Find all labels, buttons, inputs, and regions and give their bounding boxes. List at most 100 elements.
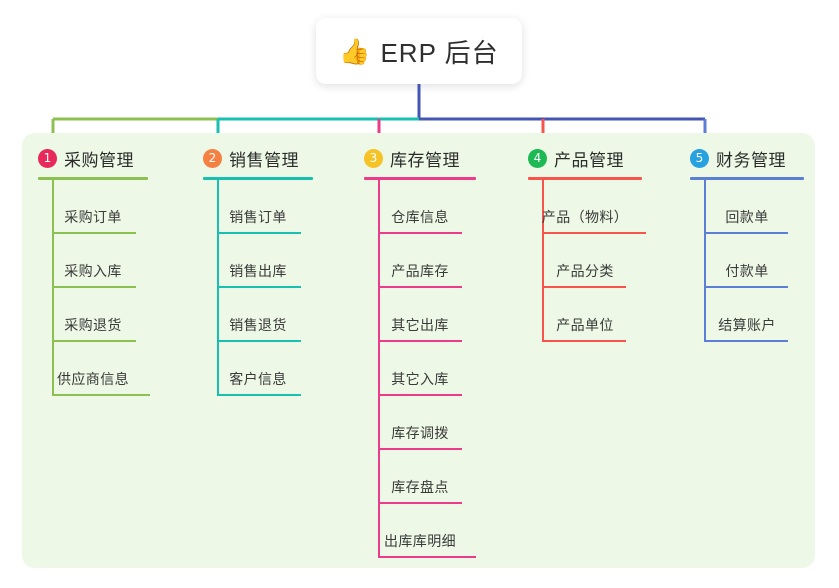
column-title: 库存管理 (390, 150, 460, 170)
leaf-item-rule (52, 232, 136, 234)
leaf-item-label: 库存盘点 (391, 479, 449, 495)
leaf-item-label: 结算账户 (718, 317, 776, 333)
leaf-item-label: 采购退货 (64, 317, 122, 333)
column-badge-icon: 3 (364, 148, 383, 168)
root-node-card[interactable]: 👍 ERP 后台 (316, 18, 522, 84)
leaf-item-rule (378, 502, 462, 504)
leaf-item-rule (217, 394, 301, 396)
leaf-list: 仓库信息产品库存其它出库其它入库库存调拨库存盘点出库库明细 (364, 180, 476, 558)
leaf-item-rule (378, 394, 462, 396)
leaf-item-label: 仓库信息 (391, 209, 449, 225)
leaf-item-rule (542, 340, 626, 342)
leaf-trunk-line (704, 180, 706, 342)
column-header-rule (364, 177, 476, 180)
leaf-item-label: 产品库存 (391, 263, 449, 279)
column-header-2[interactable]: 2 销售管理 (203, 146, 313, 170)
diagram-panel (22, 133, 815, 568)
leaf-item-label: 产品单位 (556, 317, 614, 333)
leaf-item-rule (378, 448, 462, 450)
leaf-list: 回款单付款单结算账户 (690, 180, 804, 342)
leaf-item-label: 库存调拨 (391, 425, 449, 441)
leaf-item-rule (378, 340, 462, 342)
thumbs-up-icon: 👍 (339, 36, 371, 66)
column-3: 3 库存管理仓库信息产品库存其它出库其它入库库存调拨库存盘点出库库明细 (364, 146, 476, 558)
leaf-item-label: 出库库明细 (384, 533, 456, 549)
leaf-item[interactable]: 产品分类 (528, 234, 642, 288)
leaf-item[interactable]: 其它入库 (364, 342, 476, 396)
leaf-item[interactable]: 结算账户 (690, 288, 804, 342)
column-badge-icon: 5 (690, 148, 709, 168)
leaf-item[interactable]: 仓库信息 (364, 180, 476, 234)
leaf-item-label: 采购入库 (64, 263, 122, 279)
column-header-4[interactable]: 4 产品管理 (528, 146, 642, 170)
leaf-item-label: 产品（物料） (541, 209, 629, 225)
leaf-item[interactable]: 库存盘点 (364, 450, 476, 504)
leaf-item[interactable]: 销售出库 (203, 234, 313, 288)
leaf-trunk-line (217, 180, 219, 396)
leaf-item-label: 销售退货 (229, 317, 287, 333)
column-header-1[interactable]: 1 采购管理 (38, 146, 148, 170)
leaf-item-rule (378, 556, 476, 558)
column-title: 产品管理 (554, 150, 624, 170)
column-title: 销售管理 (229, 150, 299, 170)
leaf-trunk-line (378, 180, 380, 558)
leaf-item-label: 回款单 (725, 209, 769, 225)
leaf-list: 产品（物料） 产品分类产品单位 (528, 180, 646, 342)
leaf-item-rule (52, 340, 136, 342)
leaf-item-label: 付款单 (725, 263, 769, 279)
leaf-item[interactable]: 产品单位 (528, 288, 642, 342)
leaf-item-rule (217, 340, 301, 342)
leaf-item[interactable]: 销售退货 (203, 288, 313, 342)
column-title: 采购管理 (64, 150, 134, 170)
leaf-item[interactable]: 其它出库 (364, 288, 476, 342)
leaf-item[interactable]: 库存调拨 (364, 396, 476, 450)
column-5: 5 财务管理回款单付款单结算账户 (690, 146, 804, 342)
leaf-item[interactable]: 销售订单 (203, 180, 313, 234)
leaf-item-label: 销售出库 (229, 263, 287, 279)
leaf-item-rule (52, 286, 136, 288)
column-4: 4 产品管理产品（物料） 产品分类产品单位 (528, 146, 646, 342)
column-badge-icon: 1 (38, 148, 57, 168)
leaf-item[interactable]: 产品（物料） (528, 180, 646, 234)
leaf-trunk-line (542, 180, 544, 342)
leaf-item-rule (378, 232, 462, 234)
column-header-rule (528, 177, 642, 180)
leaf-item[interactable]: 采购退货 (38, 288, 148, 342)
leaf-item-rule (704, 232, 788, 234)
leaf-item-label: 产品分类 (556, 263, 614, 279)
leaf-item[interactable]: 客户信息 (203, 342, 313, 396)
leaf-item-rule (217, 232, 301, 234)
leaf-item-rule (704, 340, 788, 342)
column-badge-icon: 4 (528, 148, 547, 168)
leaf-item-rule (704, 286, 788, 288)
leaf-item-label: 供应商信息 (57, 371, 129, 387)
leaf-item-label: 销售订单 (229, 209, 287, 225)
leaf-item[interactable]: 回款单 (690, 180, 804, 234)
leaf-item[interactable]: 供应商信息 (38, 342, 150, 396)
column-header-rule (203, 177, 313, 180)
leaf-item[interactable]: 出库库明细 (364, 504, 476, 558)
leaf-list: 采购订单采购入库采购退货供应商信息 (38, 180, 150, 396)
leaf-item-label: 采购订单 (64, 209, 122, 225)
leaf-item-rule (378, 286, 462, 288)
leaf-trunk-line (52, 180, 54, 396)
leaf-item-label: 其它出库 (391, 317, 449, 333)
leaf-item[interactable]: 采购入库 (38, 234, 148, 288)
column-badge-icon: 2 (203, 148, 222, 168)
leaf-item-rule (542, 232, 646, 234)
column-header-3[interactable]: 3 库存管理 (364, 146, 476, 170)
column-header-5[interactable]: 5 财务管理 (690, 146, 804, 170)
root-node-title: ERP 后台 (380, 37, 499, 68)
leaf-list: 销售订单销售出库销售退货客户信息 (203, 180, 313, 396)
leaf-item-rule (52, 394, 150, 396)
leaf-item-rule (217, 286, 301, 288)
column-2: 2 销售管理销售订单销售出库销售退货客户信息 (203, 146, 313, 396)
leaf-item-rule (542, 286, 626, 288)
column-header-rule (690, 177, 804, 180)
leaf-item[interactable]: 产品库存 (364, 234, 476, 288)
column-title: 财务管理 (716, 150, 786, 170)
leaf-item[interactable]: 付款单 (690, 234, 804, 288)
leaf-item-label: 其它入库 (391, 371, 449, 387)
leaf-item[interactable]: 采购订单 (38, 180, 148, 234)
column-1: 1 采购管理采购订单采购入库采购退货供应商信息 (38, 146, 150, 396)
